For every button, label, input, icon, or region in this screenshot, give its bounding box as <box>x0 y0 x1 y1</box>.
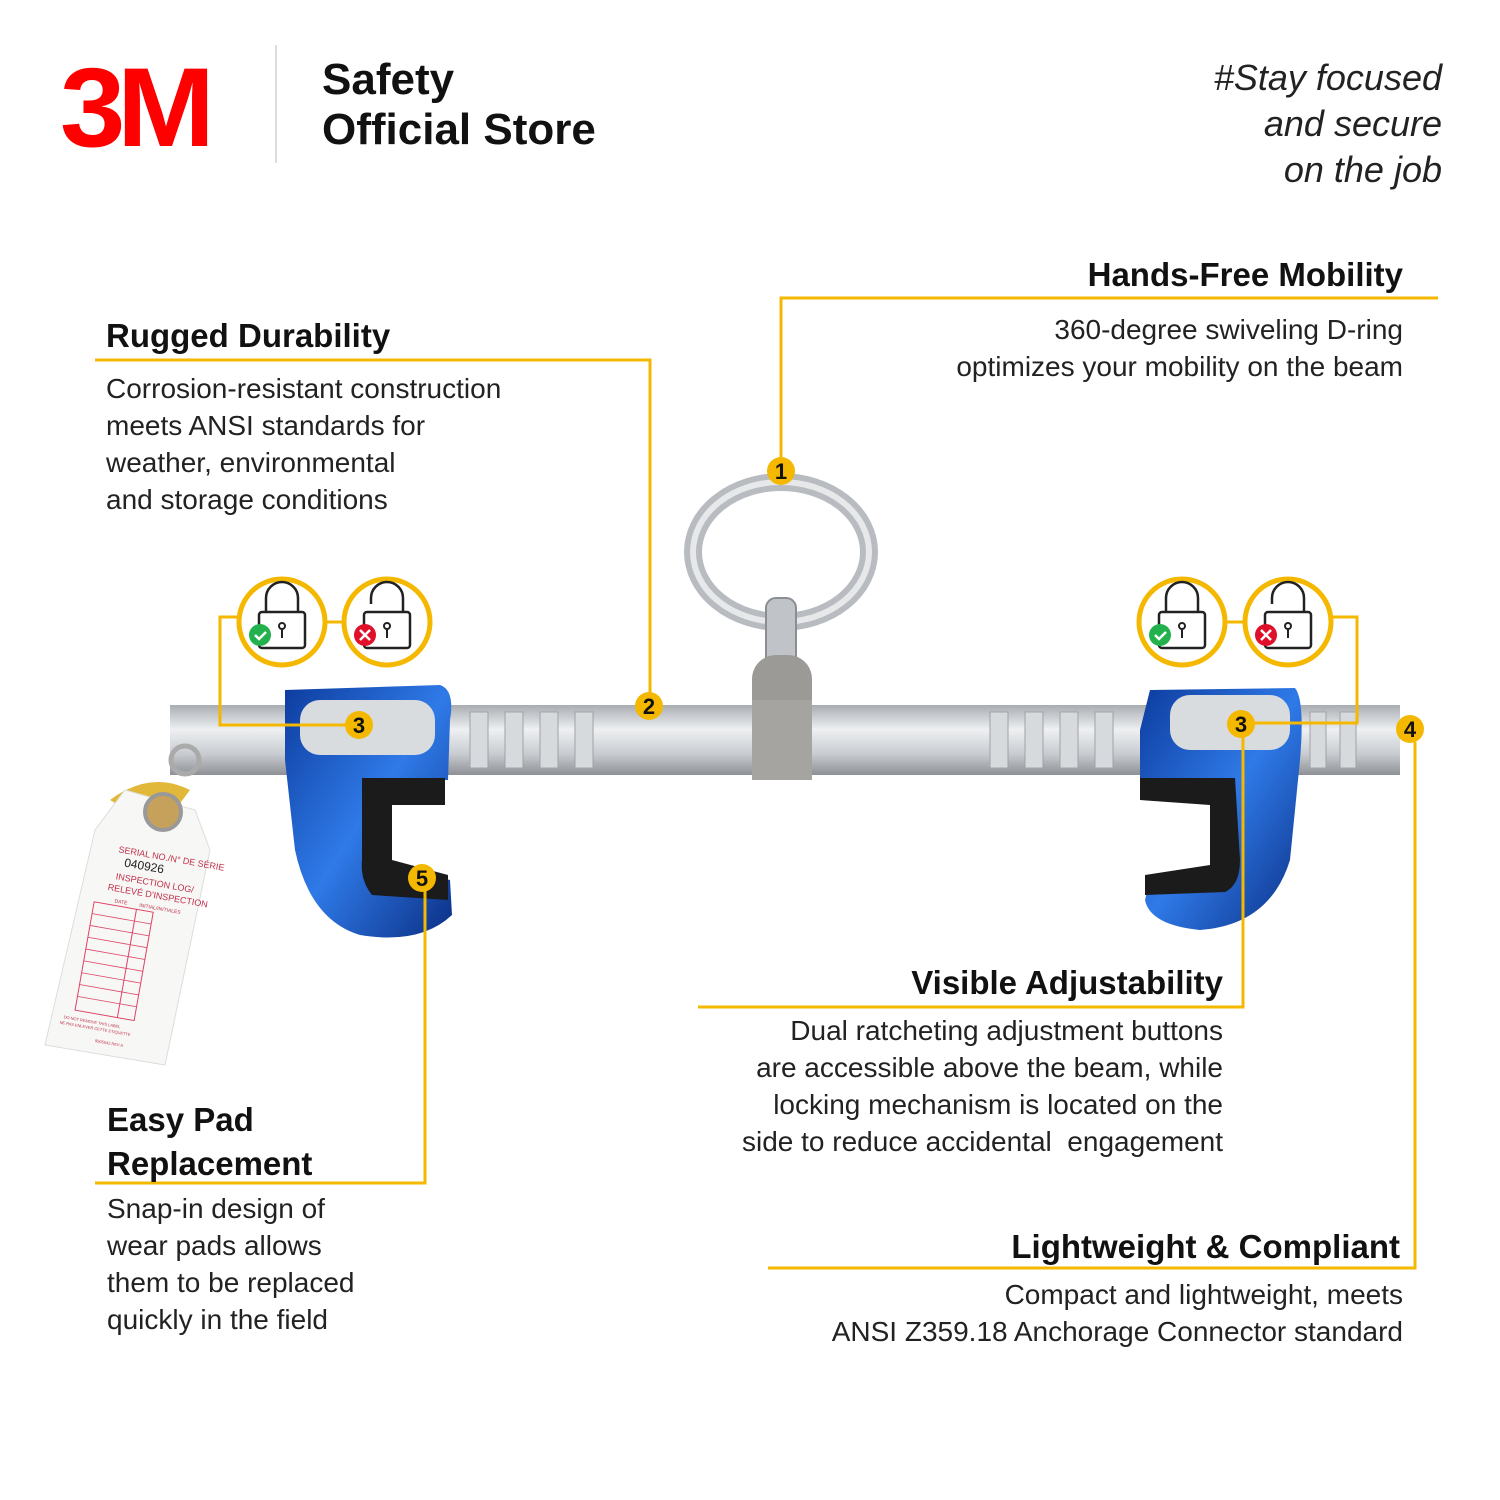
svg-text:1: 1 <box>775 459 787 484</box>
svg-text:5: 5 <box>416 866 428 891</box>
desc-line: quickly in the field <box>107 1304 329 1335</box>
tag-text: 9505542 REV A <box>95 1038 124 1048</box>
lock-unlocked-cross-icon <box>341 576 433 668</box>
feature-title-rugged: Rugged Durability <box>106 317 391 354</box>
svg-text:4: 4 <box>1404 717 1417 742</box>
desc-line: ANSI Z359.18 Anchorage Connector standar… <box>831 1316 1403 1347</box>
feature-desc-lightweight: Compact and lightweight, meets ANSI Z359… <box>832 1276 1403 1350</box>
badge-1: 1 <box>767 457 795 485</box>
feature-title-adjustability: Visible Adjustability <box>911 964 1223 1001</box>
inspection-tag: SERIAL NO./N° DE SÉRIE 040926 INSPECTION… <box>44 743 225 1066</box>
feature-desc-hands-free: 360-degree swiveling D-ring optimizes yo… <box>956 311 1403 385</box>
desc-line: 360-degree swiveling D-ring <box>1054 314 1403 345</box>
desc-line: optimizes your mobility on the beam <box>956 351 1403 382</box>
desc-line: Dual ratcheting adjustment buttons <box>790 1015 1223 1046</box>
svg-text:3: 3 <box>1235 712 1247 737</box>
badge-4: 4 <box>1396 715 1424 743</box>
store-name-line2: Official Store <box>322 105 596 154</box>
lock-locked-check-icon <box>236 576 328 668</box>
feature-title-easy-pad: Easy Pad Replacement <box>107 1098 312 1186</box>
title-line: Easy Pad <box>107 1101 254 1138</box>
desc-line: side to reduce accidental engagement <box>742 1126 1223 1157</box>
desc-line: locking mechanism is located on the <box>773 1089 1223 1120</box>
lock-locked-check-icon <box>1136 576 1228 668</box>
badge-3: 3 <box>1227 710 1255 738</box>
desc-line: wear pads allows <box>107 1230 322 1261</box>
svg-text:3: 3 <box>353 713 365 738</box>
feature-title-lightweight: Lightweight & Compliant <box>1011 1228 1400 1265</box>
badge-2: 2 <box>635 692 663 720</box>
tagline-line: on the job <box>1283 149 1442 190</box>
desc-line: them to be replaced <box>107 1267 355 1298</box>
lock-unlocked-cross-icon <box>1242 576 1334 668</box>
store-name: Safety Official Store <box>322 55 596 155</box>
store-name-line1: Safety <box>322 55 455 104</box>
badge-3: 3 <box>345 711 373 739</box>
tag-serial: 040926 <box>123 856 165 877</box>
bar-teeth <box>469 711 1357 769</box>
callout-lines <box>95 296 1438 1270</box>
desc-line: weather, environmental <box>106 447 396 478</box>
tagline-line: and secure <box>1263 103 1442 144</box>
desc-line: Compact and lightweight, meets <box>1004 1279 1403 1310</box>
tagline-line: #Stay focused <box>1213 57 1442 98</box>
header-divider <box>275 45 277 163</box>
svg-text:2: 2 <box>643 694 655 719</box>
tagline: #Stay focused and secure on the job <box>1214 55 1442 193</box>
desc-line: meets ANSI standards for <box>106 410 426 441</box>
swivel-mount <box>752 700 812 780</box>
desc-line: and storage conditions <box>106 484 388 515</box>
desc-line: Corrosion-resistant construction <box>106 373 502 404</box>
tag-text: DATE <box>114 898 128 906</box>
feature-title-hands-free: Hands-Free Mobility <box>1087 256 1403 293</box>
feature-desc-rugged: Corrosion-resistant construction meets A… <box>106 370 501 518</box>
desc-line: are accessible above the beam, while <box>756 1052 1223 1083</box>
desc-line: Snap-in design of <box>107 1193 325 1224</box>
feature-desc-adjustability: Dual ratcheting adjustment buttons are a… <box>742 1012 1223 1160</box>
3m-logo: 3M <box>60 45 215 170</box>
title-line: Replacement <box>107 1145 313 1182</box>
feature-desc-easy-pad: Snap-in design of wear pads allows them … <box>107 1190 355 1338</box>
badge-5: 5 <box>408 864 436 892</box>
